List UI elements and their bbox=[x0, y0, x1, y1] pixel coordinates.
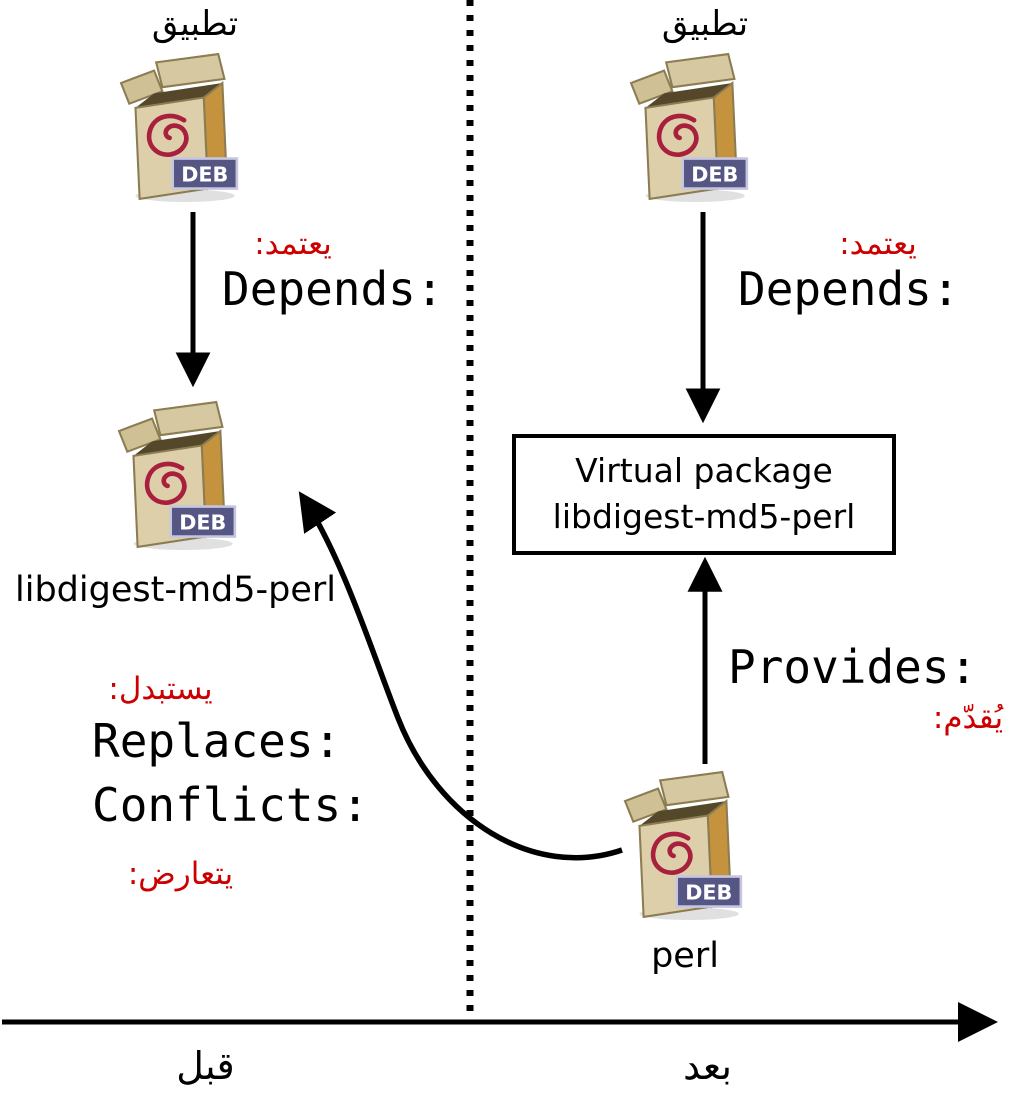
replaces-curved-arrow bbox=[298, 491, 623, 861]
axis-after-label: بعد bbox=[683, 1044, 732, 1088]
right-depends-arabic-label: يعتمد: bbox=[839, 226, 917, 262]
left-depends-arabic-label: يعتمد: bbox=[254, 226, 332, 262]
right-application-label: تطبيق bbox=[661, 4, 749, 44]
virtual-package-line2: libdigest-md5-perl bbox=[552, 496, 856, 536]
virtual-package-line1: Virtual package bbox=[575, 451, 833, 490]
virtual-package-box: Virtual package libdigest-md5-perl bbox=[512, 434, 896, 556]
right-depends-label: Depends: bbox=[738, 262, 960, 316]
axis-before-label: قبل bbox=[176, 1044, 235, 1088]
conflicts-label: Conflicts: bbox=[92, 778, 369, 832]
replaces-arabic-label: يستبدل: bbox=[108, 671, 213, 707]
conflicts-arabic-label: يتعارض: bbox=[127, 856, 234, 892]
deb-package-icon bbox=[628, 52, 754, 202]
deb-package-icon bbox=[118, 52, 244, 202]
deb-package-icon bbox=[116, 400, 242, 550]
left-depends-label: Depends: bbox=[222, 262, 444, 316]
left-application-label: تطبيق bbox=[151, 4, 239, 44]
provides-label: Provides: bbox=[728, 640, 978, 694]
provides-arabic-label: يُقدّم: bbox=[932, 700, 1004, 736]
libdigest-package-name: libdigest-md5-perl bbox=[15, 570, 337, 610]
perl-package-name: perl bbox=[651, 936, 719, 976]
deb-package-icon bbox=[622, 770, 748, 920]
replaces-label: Replaces: bbox=[92, 714, 342, 768]
